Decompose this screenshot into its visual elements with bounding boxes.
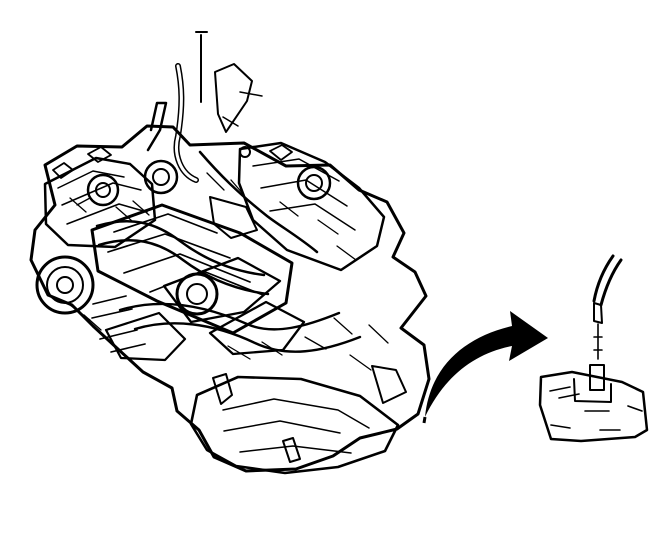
callout-arrow-icon: [422, 311, 548, 424]
engine-assembly-illustration: [29, 31, 431, 475]
detail-inset-illustration: [538, 254, 649, 443]
